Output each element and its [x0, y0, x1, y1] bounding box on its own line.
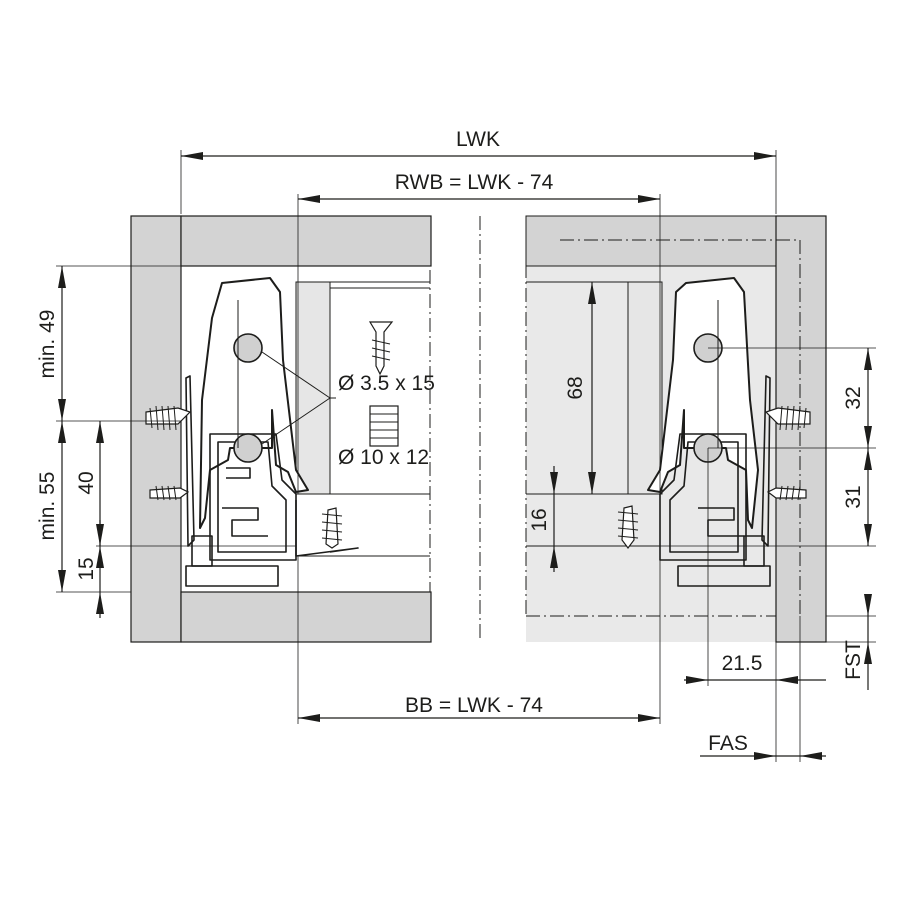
dowel-spec-label: Ø 10 x 12	[338, 446, 429, 469]
fas-label: FAS	[708, 732, 748, 755]
dimension-rwb: RWB = LWK - 74	[297, 171, 661, 494]
dimension-31: 31	[660, 448, 876, 547]
right-drawer-side	[627, 281, 663, 495]
dimension-bb: BB = LWK - 74	[297, 556, 661, 724]
dimension-40: 40	[75, 421, 296, 547]
d21-5-label: 21.5	[722, 652, 763, 675]
rwb-label: RWB = LWK - 74	[395, 171, 554, 194]
dimension-min49: min. 49	[36, 265, 181, 422]
dimension-21-5: 21.5	[684, 448, 826, 762]
right-screw-upper	[764, 405, 811, 431]
right-cabinet-side-panel	[775, 215, 827, 643]
fst-label: FST	[842, 640, 865, 680]
lwk-label: LWK	[456, 128, 500, 151]
d40-label: 40	[75, 471, 98, 494]
dimension-15: 15	[75, 520, 104, 618]
screw-spec-label: Ø 3.5 x 15	[338, 372, 435, 395]
dimension-min55: min. 55	[36, 421, 131, 593]
min55-label: min. 55	[36, 472, 59, 541]
left-screw-lower	[149, 485, 190, 501]
left-screw-bottom	[321, 507, 343, 549]
left-cabinet-side-panel	[130, 215, 182, 643]
right-cabinet-section	[525, 215, 827, 643]
d68-label: 68	[564, 376, 587, 399]
dimension-fst: FST	[826, 594, 876, 690]
left-screw-upper	[145, 405, 192, 431]
d15-label: 15	[75, 557, 98, 580]
right-top-panel	[525, 215, 803, 267]
dimension-32: 32	[708, 347, 876, 449]
left-bottom-panel	[180, 591, 432, 643]
d32-label: 32	[842, 386, 865, 409]
left-cabinet-section	[130, 215, 432, 643]
dowel-fastener-icon	[369, 405, 399, 447]
screw-fastener-icon	[368, 321, 394, 376]
bb-label: BB = LWK - 74	[405, 694, 543, 717]
right-screw-lower	[766, 485, 807, 501]
dimension-fas: FAS	[700, 732, 826, 760]
right-screw-bottom	[617, 505, 639, 549]
dimension-lwk: LWK	[180, 128, 777, 214]
dimension-68: 68	[564, 281, 628, 494]
left-top-panel	[180, 215, 432, 267]
left-drawer-side	[295, 281, 331, 495]
dimension-16: 16	[528, 466, 558, 572]
right-runner-assembly	[647, 277, 771, 587]
min49-label: min. 49	[36, 310, 59, 379]
d31-label: 31	[842, 485, 865, 508]
d16-label: 16	[528, 508, 551, 531]
